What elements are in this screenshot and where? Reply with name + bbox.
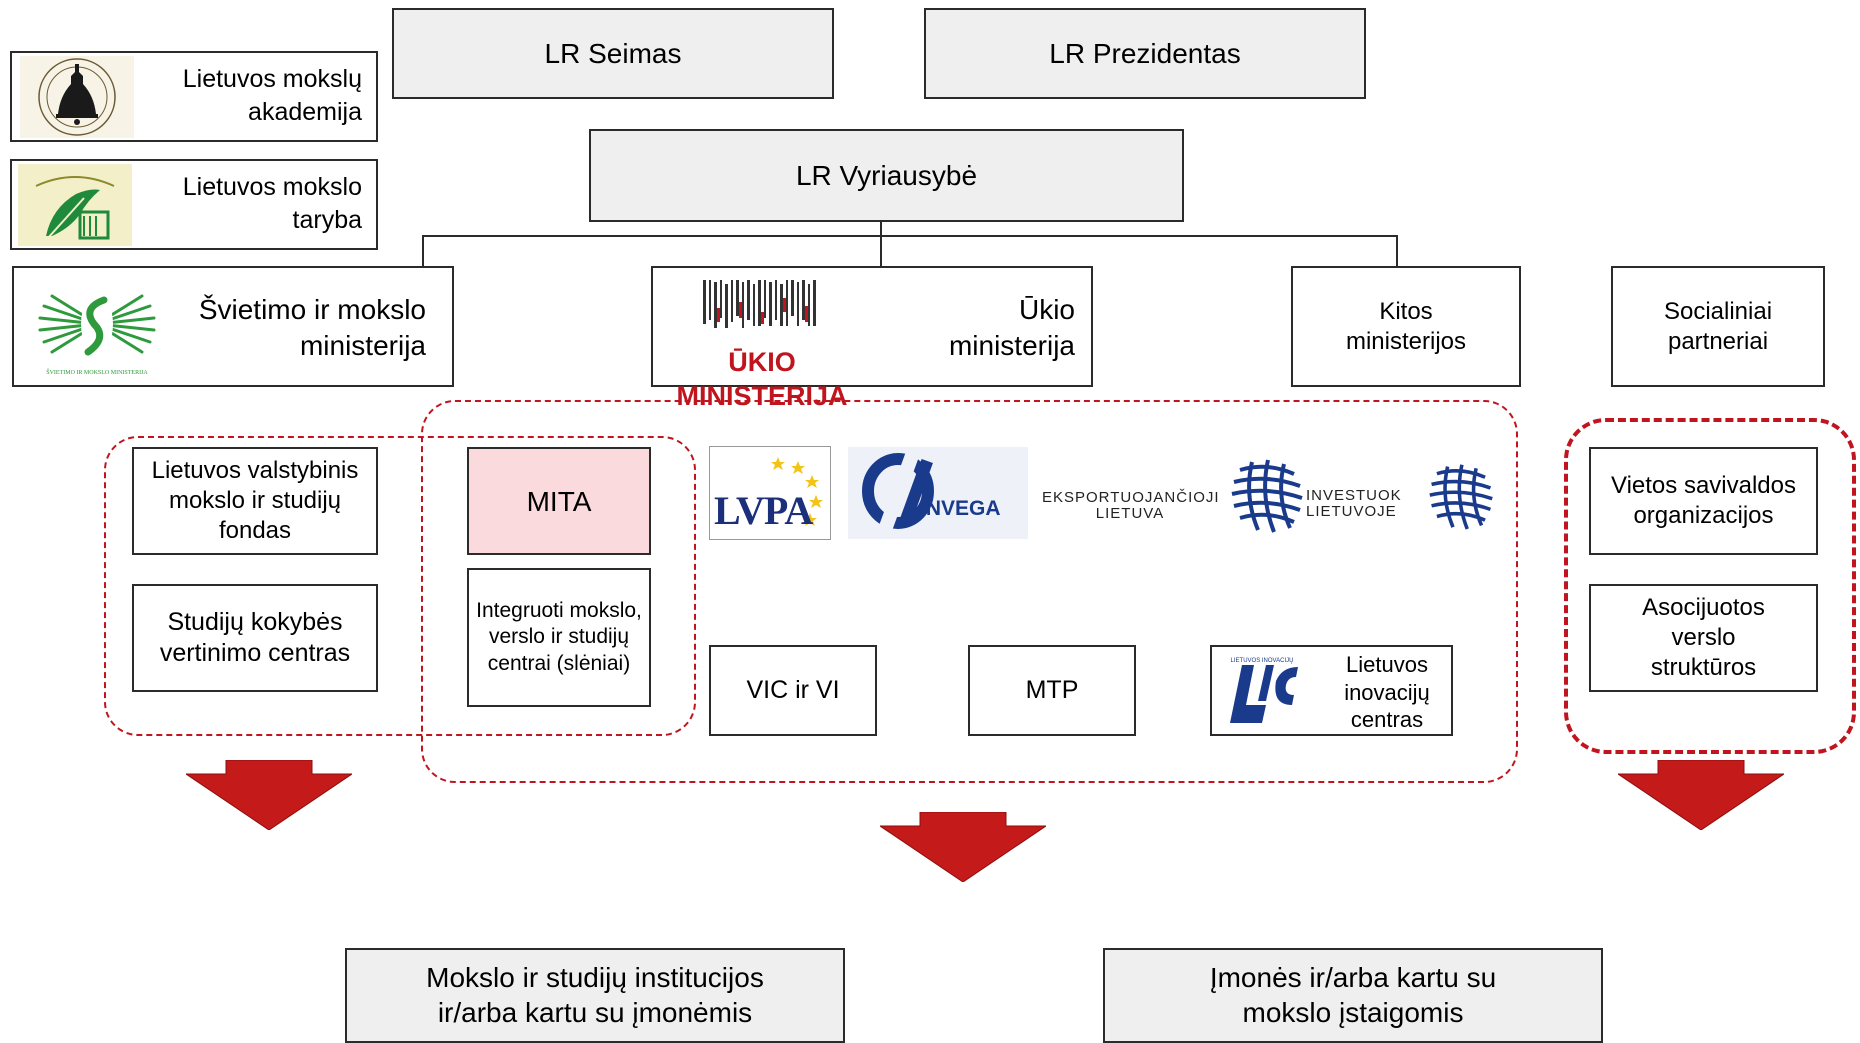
mita-label: MITA [526, 485, 592, 517]
council-quill-icon [18, 164, 132, 246]
social-partners-box: Socialiniai partneriai [1611, 266, 1825, 387]
economy-logo-text: ŪKIO MINISTERIJA [676, 347, 848, 411]
invega-logo-icon: INVEGA [848, 447, 1028, 539]
lic-label: Lietuvos inovacijų centras [1344, 652, 1430, 732]
companies-box: Įmonės ir/arba kartu su mokslo įstaigomi… [1103, 948, 1603, 1043]
social-partners-group [1564, 418, 1856, 754]
academy-seal-icon [20, 56, 134, 138]
connector-other [1396, 235, 1398, 266]
arrow-down-icon-center [880, 812, 1046, 882]
economy-ministry-box: ŪKIO MINISTERIJA Ūkio ministerija [651, 266, 1093, 411]
lic-logo-icon: LIETUVOS INOVACIJŲ [1222, 653, 1304, 729]
prezidentas-box: LR Prezidentas [924, 8, 1366, 99]
lvpa-logo-text: LVPA [714, 488, 813, 533]
quality-centre-label: Studijų kokybės vertinimo centras [159, 607, 351, 667]
education-logo-icon: ŠVIETIMO IR MOKSLO MINISTERIJA [22, 282, 172, 378]
academy-box: Lietuvos mokslų akademija [10, 51, 378, 142]
council-box: Lietuvos mokslo taryba [10, 159, 378, 250]
exports-logo-text: EKSPORTUOJANČIOJI LIETUVA [1042, 489, 1220, 522]
institutions-label: Mokslo ir studijų institucijos ir/arba k… [426, 962, 764, 1028]
social-partners-label: Socialiniai partneriai [1663, 297, 1773, 355]
arrow-down-icon-right [1618, 760, 1784, 830]
other-ministries-box: Kitos ministerijos [1291, 266, 1521, 387]
municipal-label: Vietos savivaldos organizacijos [1611, 472, 1796, 529]
business-label: Asocijuotos verslo struktūros [1642, 594, 1765, 681]
arrow-down-icon [186, 760, 352, 830]
companies-label: Įmonės ir/arba kartu su mokslo įstaigomi… [1209, 962, 1497, 1028]
invega-logo-text: INVEGA [920, 497, 1001, 520]
lvpa-logo-icon: LVPA [709, 446, 831, 540]
connector-education [422, 235, 424, 266]
svg-text:LIETUVOS INOVACIJŲ: LIETUVOS INOVACIJŲ [1231, 658, 1294, 664]
valleys-box: Integruoti mokslo, verslo ir studijų cen… [467, 568, 651, 707]
mita-box: MITA [467, 447, 651, 555]
academy-label: Lietuvos mokslų akademija [182, 65, 362, 126]
economy-agencies-group [421, 400, 1518, 783]
education-agencies-group [104, 436, 696, 736]
seimas-box: LR Seimas [392, 8, 834, 99]
education-ministry-label: Švietimo ir mokslo ministerija [198, 294, 426, 362]
quality-centre-box: Studijų kokybės vertinimo centras [132, 584, 378, 692]
municipal-box: Vietos savivaldos organizacijos [1589, 447, 1818, 555]
institutions-box: Mokslo ir studijų institucijos ir/arba k… [345, 948, 845, 1043]
economy-logo-icon: ŪKIO MINISTERIJA [667, 278, 857, 411]
connector-vertical [880, 222, 882, 266]
connector-horizontal [422, 235, 1398, 237]
vic-label: VIC ir VI [746, 675, 840, 704]
svg-text:ŠVIETIMO IR MOKSLO MINISTERIJA: ŠVIETIMO IR MOKSLO MINISTERIJA [46, 368, 148, 376]
invest-logo-text: INVESTUOK LIETUVOJE [1306, 487, 1402, 520]
research-fund-label: Lietuvos valstybinis mokslo ir studijų f… [151, 457, 359, 544]
valleys-label: Integruoti mokslo, verslo ir studijų cen… [476, 599, 642, 675]
globe-icon [1230, 456, 1304, 534]
education-ministry-box: ŠVIETIMO IR MOKSLO MINISTERIJA Švietimo … [12, 266, 454, 387]
prezidentas-label: LR Prezidentas [1049, 38, 1241, 69]
mtp-label: MTP [1025, 675, 1079, 704]
vyriausybe-label: LR Vyriausybė [795, 160, 978, 191]
economy-ministry-label: Ūkio ministerija [948, 294, 1075, 362]
seimas-label: LR Seimas [544, 38, 682, 69]
vic-box: VIC ir VI [709, 645, 877, 736]
other-ministries-label: Kitos ministerijos [1345, 297, 1467, 355]
business-box: Asocijuotos verslo struktūros [1589, 584, 1818, 692]
lic-box: LIETUVOS INOVACIJŲ Lietuvos inovacijų ce… [1210, 645, 1453, 736]
mtp-box: MTP [968, 645, 1136, 736]
research-fund-box: Lietuvos valstybinis mokslo ir studijų f… [132, 447, 378, 555]
council-label: Lietuvos mokslo taryba [182, 173, 362, 234]
globe-icon-small [1428, 460, 1494, 532]
vyriausybe-box: LR Vyriausybė [589, 129, 1184, 222]
